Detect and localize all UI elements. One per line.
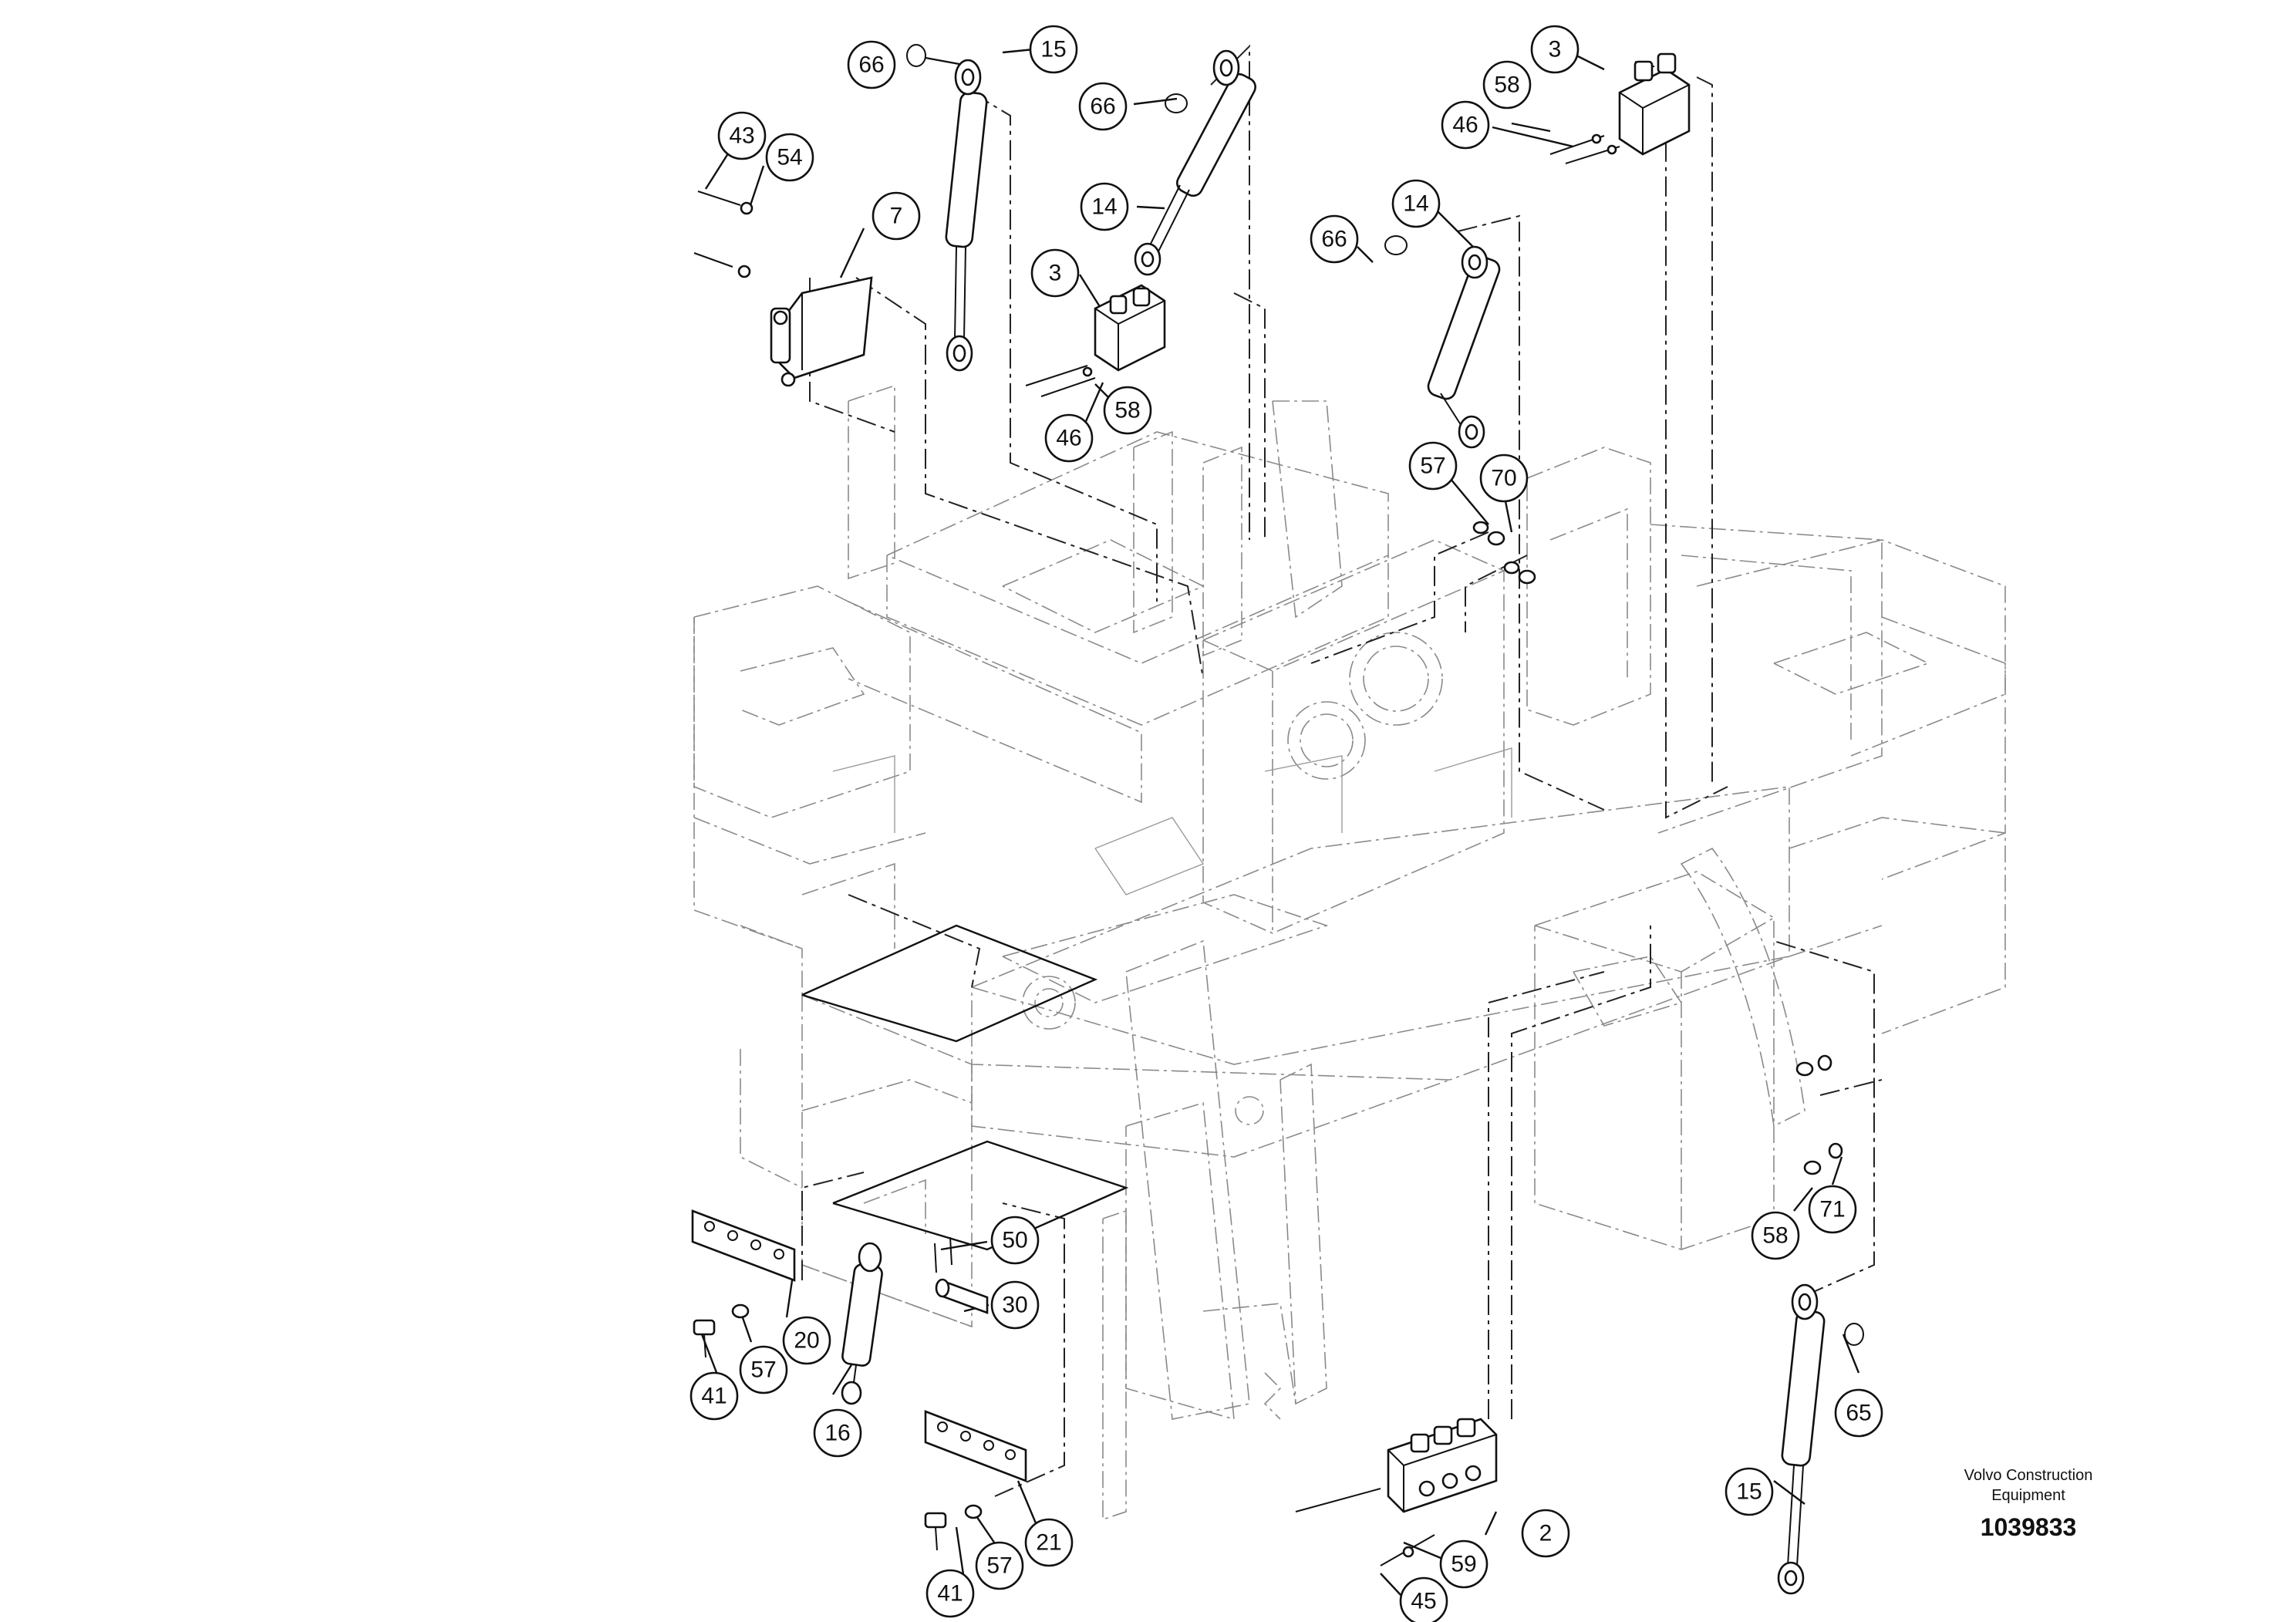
callout-41-left: 41 xyxy=(689,1371,739,1421)
svg-text:45: 45 xyxy=(1411,1589,1436,1614)
callout-50: 50 xyxy=(990,1216,1040,1265)
callout-2: 2 xyxy=(1521,1509,1570,1558)
svg-text:46: 46 xyxy=(1452,113,1478,138)
svg-text:57: 57 xyxy=(986,1553,1012,1579)
callout-58-bottom-right: 58 xyxy=(1751,1211,1800,1260)
svg-text:71: 71 xyxy=(1819,1197,1845,1222)
svg-text:57: 57 xyxy=(750,1357,776,1383)
hydraulic-cylinder-16 xyxy=(841,1242,883,1405)
control-valve-3-center xyxy=(1025,284,1166,397)
callout-54: 54 xyxy=(765,133,814,182)
callout-66-b: 66 xyxy=(1078,82,1128,131)
svg-text:14: 14 xyxy=(1091,194,1117,220)
svg-text:58: 58 xyxy=(1762,1223,1788,1249)
callout-43: 43 xyxy=(717,111,767,160)
control-valve-3-right xyxy=(1549,52,1691,164)
svg-text:16: 16 xyxy=(824,1421,850,1446)
callout-57-left: 57 xyxy=(739,1345,788,1394)
svg-text:66: 66 xyxy=(1321,227,1347,252)
callout-15-a: 15 xyxy=(1029,25,1078,74)
document-number: 1039833 xyxy=(1980,1513,2077,1541)
hydraulic-cylinder-14-top xyxy=(1134,49,1256,276)
svg-text:46: 46 xyxy=(1056,426,1081,451)
callout-59: 59 xyxy=(1439,1539,1489,1589)
svg-text:15: 15 xyxy=(1736,1479,1762,1505)
callout-7: 7 xyxy=(872,191,921,241)
callout-70: 70 xyxy=(1479,454,1529,503)
callout-58-right: 58 xyxy=(1482,60,1532,110)
svg-text:7: 7 xyxy=(890,204,903,229)
callout-71: 71 xyxy=(1808,1185,1857,1234)
brand-line-2: Equipment xyxy=(1991,1487,2065,1504)
callout-leader-lines xyxy=(700,46,1860,1597)
callout-41-bottom: 41 xyxy=(925,1569,975,1618)
callout-bubbles: 66 15 66 14 43 54 7 3 58 46 3 58 46 14 6… xyxy=(689,25,1883,1622)
hydraulic-cylinder-14-right xyxy=(1384,235,1501,449)
svg-text:41: 41 xyxy=(701,1384,727,1409)
svg-text:21: 21 xyxy=(1036,1530,1061,1556)
svg-text:3: 3 xyxy=(1549,37,1562,62)
callout-14-b: 14 xyxy=(1391,179,1441,228)
callout-58-center: 58 xyxy=(1103,386,1152,435)
svg-text:3: 3 xyxy=(1049,261,1062,286)
svg-text:41: 41 xyxy=(937,1581,963,1607)
callout-57-top: 57 xyxy=(1408,441,1458,491)
bolt-washer-41-57 xyxy=(693,1303,983,1551)
hydraulic-cylinder-15-top xyxy=(906,44,988,372)
callout-3-right: 3 xyxy=(1530,25,1580,74)
callout-65: 65 xyxy=(1834,1388,1883,1438)
callout-57-bottom: 57 xyxy=(975,1541,1024,1590)
callout-15-b: 15 xyxy=(1725,1467,1774,1516)
mounting-plate-21 xyxy=(924,1410,1027,1482)
callout-66-a: 66 xyxy=(847,40,896,89)
callout-20: 20 xyxy=(782,1316,831,1365)
svg-text:14: 14 xyxy=(1403,191,1428,217)
svg-text:2: 2 xyxy=(1539,1521,1553,1546)
main-valve-block-2 xyxy=(1295,1418,1498,1566)
brand-line-1: Volvo Construction xyxy=(1964,1467,2093,1484)
svg-text:43: 43 xyxy=(729,123,754,149)
washer-set-57-70 xyxy=(1472,521,1536,585)
svg-text:58: 58 xyxy=(1114,398,1140,423)
callout-21: 21 xyxy=(1024,1518,1074,1567)
svg-text:15: 15 xyxy=(1040,37,1066,62)
callout-66-c: 66 xyxy=(1310,214,1359,264)
svg-text:50: 50 xyxy=(1002,1228,1027,1253)
svg-text:65: 65 xyxy=(1846,1401,1871,1426)
callout-46-right: 46 xyxy=(1441,100,1490,150)
svg-text:30: 30 xyxy=(1002,1293,1027,1318)
mounting-plate-20 xyxy=(691,1209,796,1282)
svg-text:70: 70 xyxy=(1491,466,1516,491)
svg-text:66: 66 xyxy=(1090,94,1115,120)
svg-text:66: 66 xyxy=(858,52,884,78)
svg-text:54: 54 xyxy=(777,145,802,170)
svg-text:57: 57 xyxy=(1420,454,1445,479)
callout-46-center: 46 xyxy=(1044,413,1094,463)
hydraulic-cylinder-15-bottom xyxy=(1777,1283,1864,1595)
machine-frame-outline xyxy=(693,384,2006,1521)
pin-30-clip-50 xyxy=(934,1236,989,1314)
svg-text:20: 20 xyxy=(794,1328,819,1354)
callout-3-center: 3 xyxy=(1030,248,1080,298)
callout-14-a: 14 xyxy=(1080,182,1129,231)
callout-30: 30 xyxy=(990,1280,1040,1330)
svg-text:58: 58 xyxy=(1494,73,1519,98)
valve-block-7 xyxy=(693,191,873,387)
callout-16: 16 xyxy=(813,1408,862,1458)
svg-text:59: 59 xyxy=(1451,1552,1476,1577)
brand-caption: Volvo Construction Equipment xyxy=(1936,1465,2121,1506)
callout-45: 45 xyxy=(1399,1576,1448,1622)
washer-set-58-71 xyxy=(1795,1054,1843,1175)
